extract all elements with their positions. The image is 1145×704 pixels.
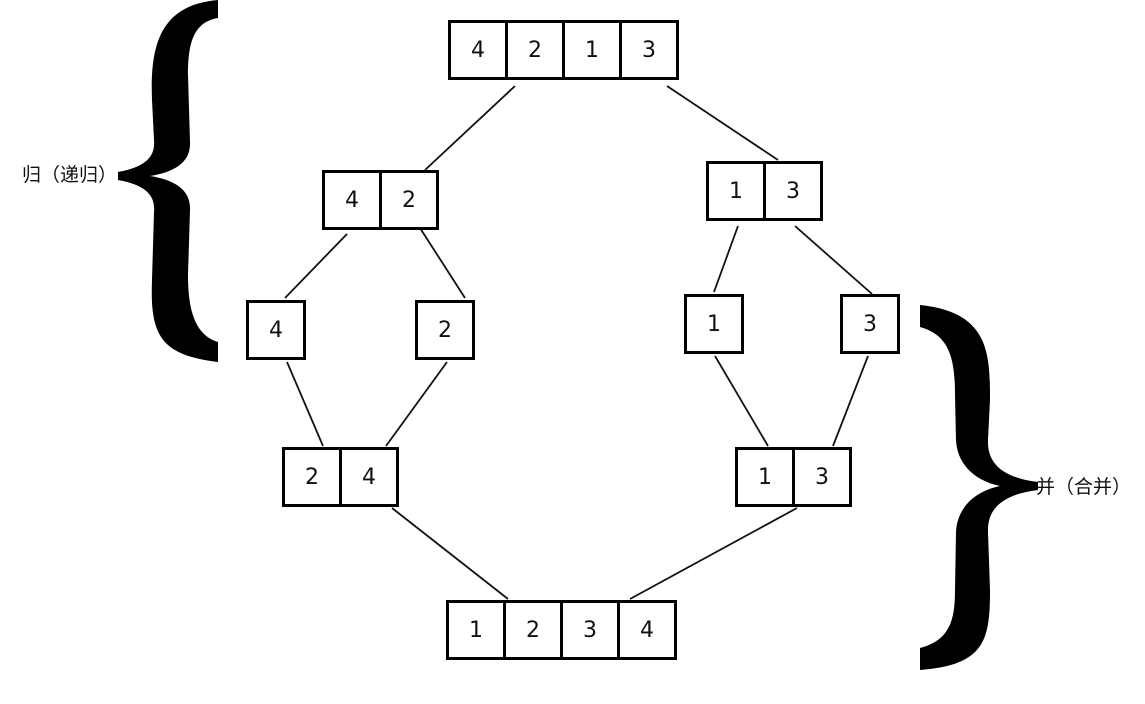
array-cell: 3 <box>560 600 620 660</box>
array-cell: 4 <box>246 300 306 360</box>
connector-line <box>714 355 769 447</box>
array-cell: 3 <box>792 447 852 507</box>
connector-line <box>286 361 324 447</box>
recursion-label: 归（递归） <box>22 164 118 186</box>
left-curly-brace <box>118 0 218 362</box>
connector-line <box>666 85 779 161</box>
array-single: 1 <box>684 294 744 354</box>
array-cell: 2 <box>415 300 475 360</box>
array-cell: 1 <box>706 161 766 221</box>
array-cell: 4 <box>322 170 382 230</box>
connector-line <box>713 225 739 293</box>
array-cell: 4 <box>339 447 399 507</box>
array-cell: 4 <box>448 20 508 80</box>
array-top: 4 2 1 3 <box>448 20 679 80</box>
array-cell: 3 <box>840 294 900 354</box>
array-cell: 3 <box>619 20 679 80</box>
connector-lines <box>284 85 873 600</box>
array-merged-right: 1 3 <box>735 447 852 507</box>
array-bottom: 1 2 3 4 <box>446 600 677 660</box>
array-single: 2 <box>415 300 475 360</box>
connector-line <box>284 233 348 299</box>
connector-line <box>419 227 466 299</box>
array-merged-left: 2 4 <box>282 447 399 507</box>
connector-line <box>629 507 798 600</box>
merge-label: 并（合并） <box>1036 476 1132 498</box>
array-single: 4 <box>246 300 306 360</box>
connector-line <box>794 225 873 295</box>
array-cell: 4 <box>617 600 677 660</box>
array-single: 3 <box>840 294 900 354</box>
connector-line <box>832 355 869 447</box>
array-cell: 1 <box>684 294 744 354</box>
array-cell: 2 <box>379 170 439 230</box>
array-cell: 1 <box>735 447 795 507</box>
connector-line <box>385 361 448 447</box>
array-cell: 2 <box>503 600 563 660</box>
connector-line <box>424 85 516 171</box>
array-split-left: 4 2 <box>322 170 439 230</box>
array-cell: 1 <box>562 20 622 80</box>
array-cell: 2 <box>505 20 565 80</box>
array-split-right: 1 3 <box>706 161 823 221</box>
array-cell: 1 <box>446 600 506 660</box>
array-cell: 3 <box>763 161 823 221</box>
array-cell: 2 <box>282 447 342 507</box>
connector-line <box>391 507 509 600</box>
right-curly-brace <box>920 305 1038 670</box>
